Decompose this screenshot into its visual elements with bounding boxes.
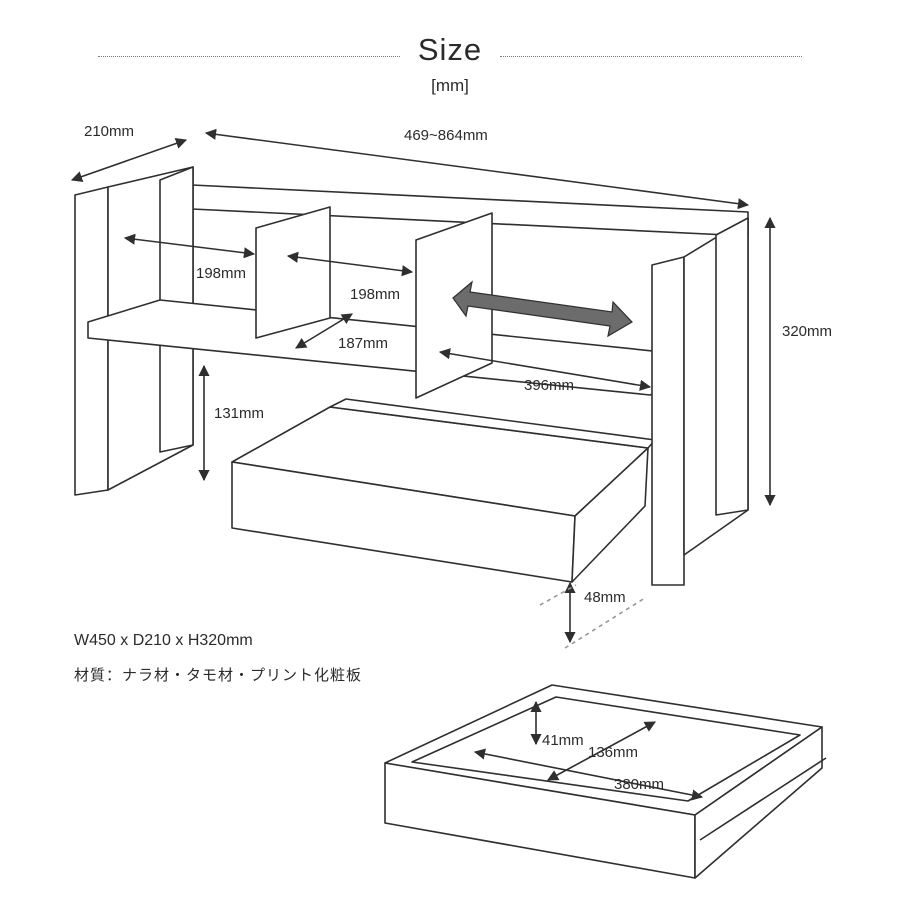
width-arrow — [204, 128, 750, 210]
title-rule-right — [500, 56, 802, 57]
left-gap-arrow — [123, 233, 256, 259]
depth-label: 210mm — [84, 123, 135, 140]
unit-label: [mm] — [431, 76, 469, 95]
slide-arrow-icon — [452, 280, 633, 338]
divider-left — [255, 206, 331, 339]
right-back-leg — [715, 217, 749, 516]
detail-width-label: 136mm — [588, 744, 639, 761]
mid-gap-label: 198mm — [350, 286, 401, 303]
right-front-leg — [651, 256, 685, 586]
width-range-label: 469~864mm — [404, 127, 488, 144]
drawer-height-label: 48mm — [584, 589, 626, 606]
detail-depth-label: 41mm — [542, 732, 584, 749]
divider-depth-label: 187mm — [338, 335, 389, 352]
clearance-label: 131mm — [214, 405, 265, 422]
height-label: 320mm — [782, 323, 833, 340]
spec-material: 材質：ナラ材・タモ材・プリント化粧板 — [74, 666, 363, 684]
right-gap-arrow — [438, 348, 652, 391]
left-gap-label: 198mm — [196, 265, 247, 282]
title-rule-left — [98, 56, 400, 57]
depth-arrow — [70, 138, 188, 182]
divider-depth-arrow — [295, 313, 353, 349]
right-gap-label: 396mm — [524, 377, 575, 394]
left-front-leg — [74, 186, 109, 496]
mid-gap-arrow — [286, 251, 414, 277]
detail-length-label: 380mm — [614, 776, 665, 793]
page-title: Size — [417, 32, 483, 67]
spec-size: W450 x D210 x H320mm — [74, 632, 253, 649]
drawer-side — [571, 447, 649, 583]
detail-length-arrow — [473, 748, 704, 801]
